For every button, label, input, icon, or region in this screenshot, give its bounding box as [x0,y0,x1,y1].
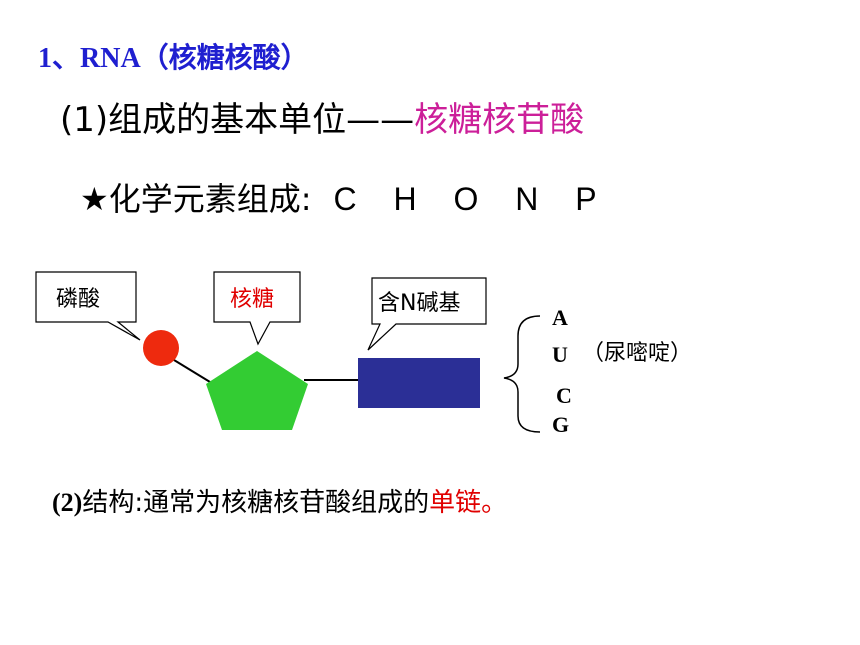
structure-text: 结构:通常为核糖核苷酸组成的 [82,488,430,518]
structure-line: (2)结构:通常为核糖核苷酸组成的单链。 [52,482,507,519]
base-label: 含N碱基 [378,291,460,316]
elements-label: ★化学元素组成: [80,180,312,218]
ribose-callout: 核糖 [213,271,301,346]
structure-highlight: 单链。 [429,488,508,518]
basic-unit-line: (1)组成的基本单位——核糖核苷酸 [60,92,584,141]
base-a: A [552,305,568,330]
base-c: C [556,383,572,408]
ribose-pentagon [206,351,308,430]
basic-unit-highlight: 核糖核苷酸 [414,100,585,140]
basic-unit-prefix: (1)组成的基本单位—— [60,100,415,140]
bases-brace [503,315,541,433]
phosphate-circle [143,330,179,366]
elements-line: ★化学元素组成: C H O N P [80,174,611,220]
phosphate-bond [173,359,211,383]
page-title: 1、RNA（核糖核酸） [38,43,309,74]
structure-lead: (2) [52,488,83,517]
phosphate-label: 磷酸 [56,287,100,312]
element-symbols: C H O N P [333,181,611,217]
base-callout: 含N碱基 [367,277,487,351]
ribose-label: 核糖 [230,287,274,312]
base-u: U [552,342,568,367]
base-rectangle [358,358,480,408]
phosphate-callout: 磷酸 [35,271,141,341]
base-g: G [552,412,569,437]
uracil-note: （尿嘧啶） [582,341,692,366]
